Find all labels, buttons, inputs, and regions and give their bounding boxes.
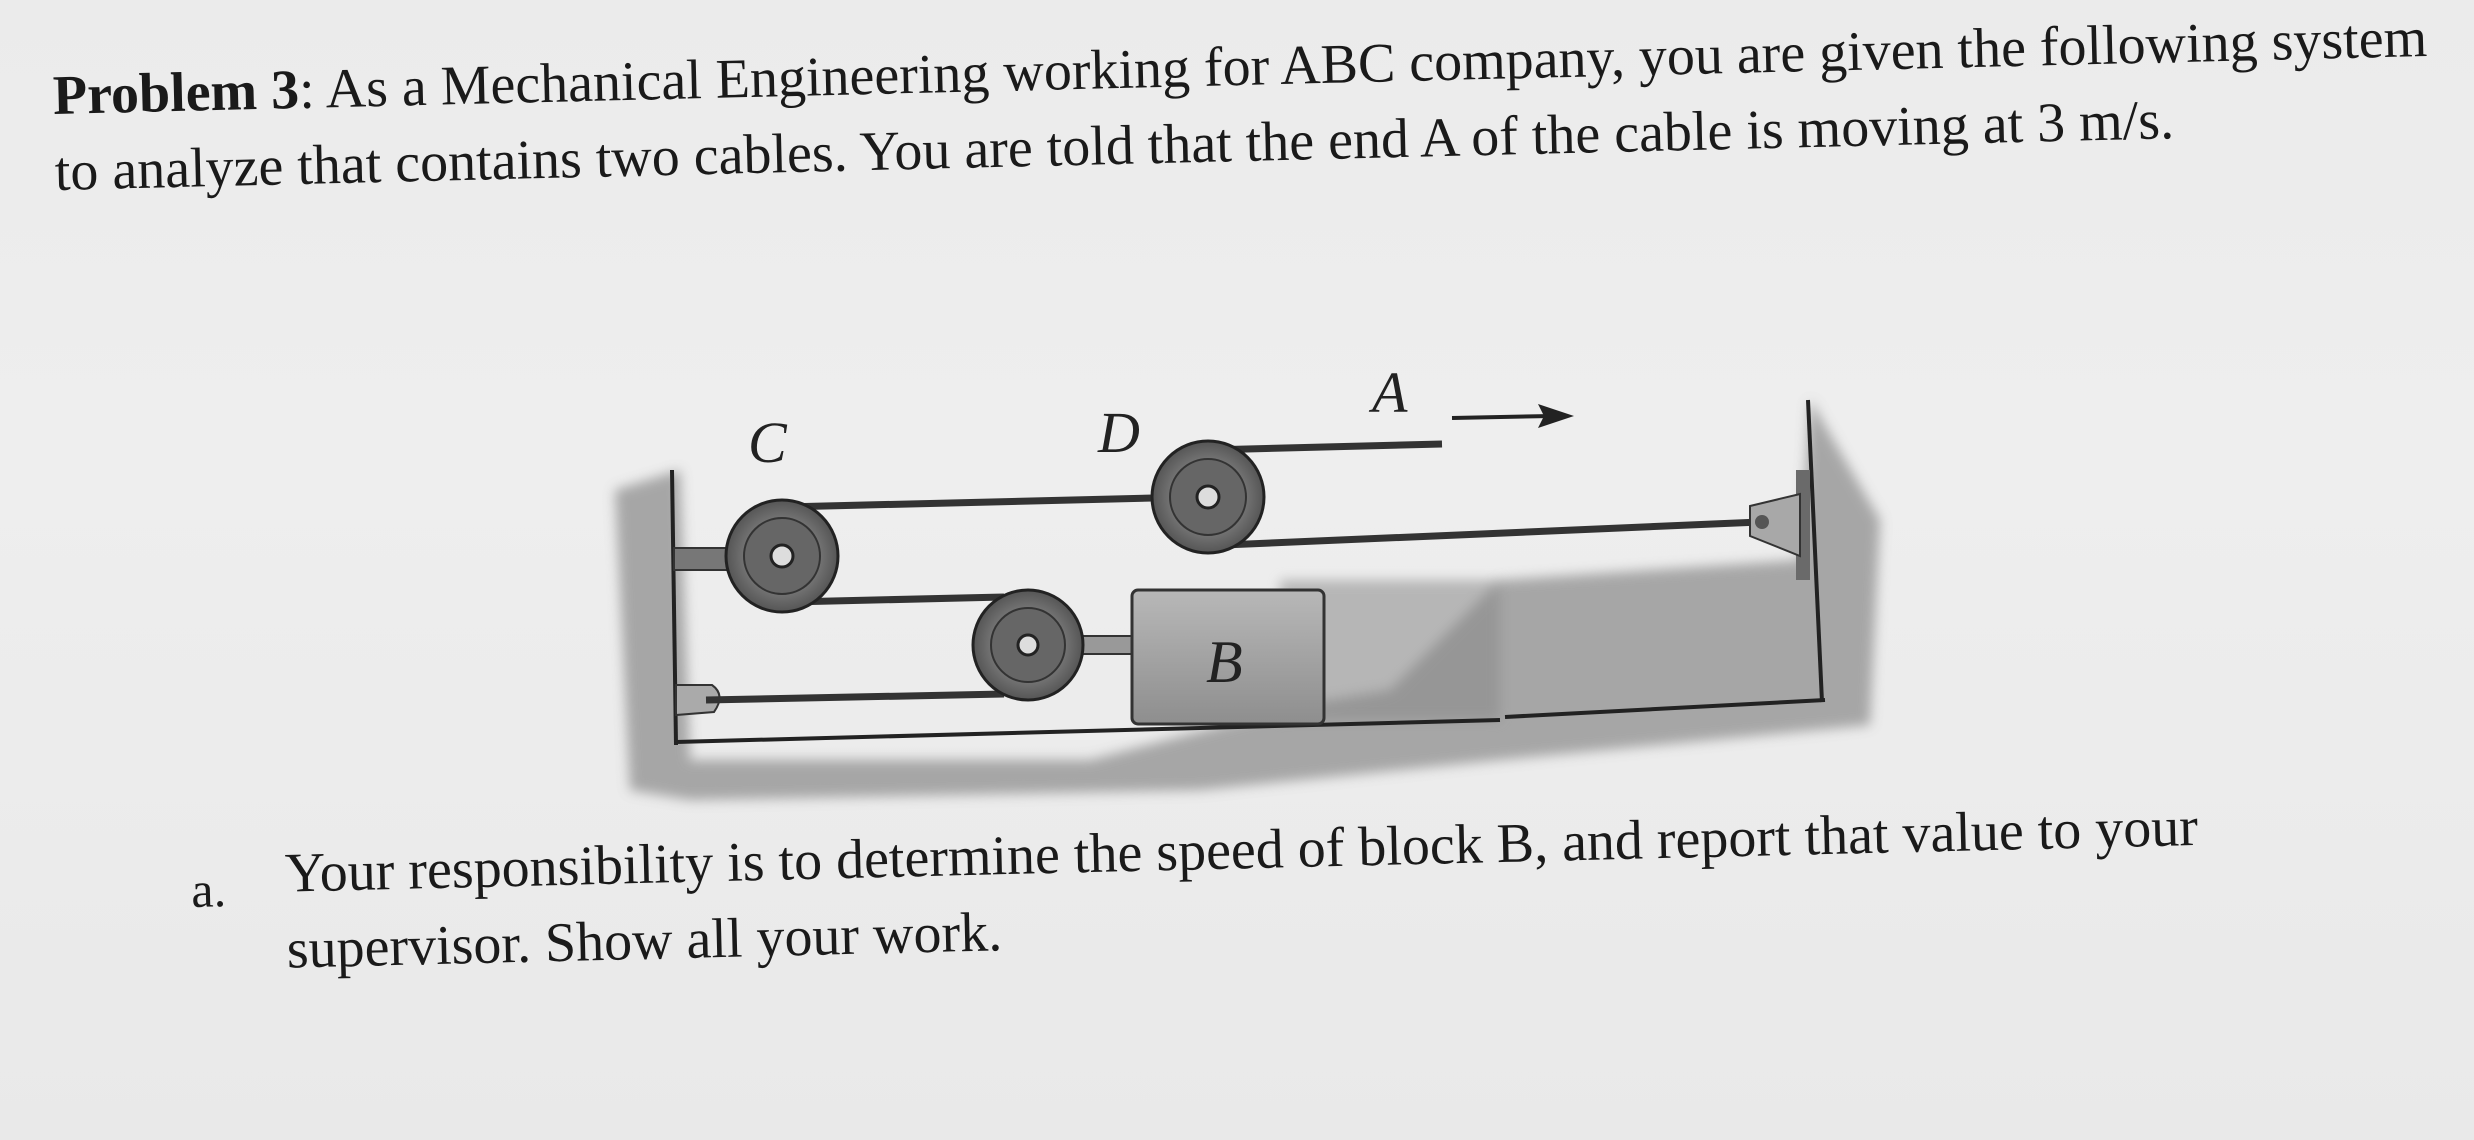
arrow-a-head: [1538, 404, 1574, 428]
cable-d-to-wall: [1223, 518, 1761, 549]
cable-c-to-d-top: [783, 493, 1197, 511]
cable-c-bottom-to-e: [789, 593, 1005, 606]
pulley-d-axle: [1195, 484, 1221, 510]
label-d: D: [1097, 400, 1140, 465]
label-c: C: [748, 410, 788, 475]
floor: [675, 718, 1501, 744]
wall-anchor: [1749, 492, 1801, 558]
pulley-c-axle: [769, 543, 795, 569]
block-pulley-axle: [1016, 633, 1040, 657]
ground-shadow: [615, 400, 1880, 800]
arrow-a-shaft: [1451, 414, 1553, 420]
right-wall: [1806, 399, 1824, 703]
cable-bottom-anchor: [705, 690, 1005, 704]
wall-anchor-pin: [1755, 515, 1769, 529]
part-a-marker: a.: [190, 861, 227, 918]
floor-right: [1504, 698, 1826, 719]
label-a: A: [1368, 360, 1408, 425]
cable-d-to-a: [1207, 440, 1443, 454]
label-b: B: [1206, 629, 1243, 695]
block-b: [1130, 588, 1326, 726]
